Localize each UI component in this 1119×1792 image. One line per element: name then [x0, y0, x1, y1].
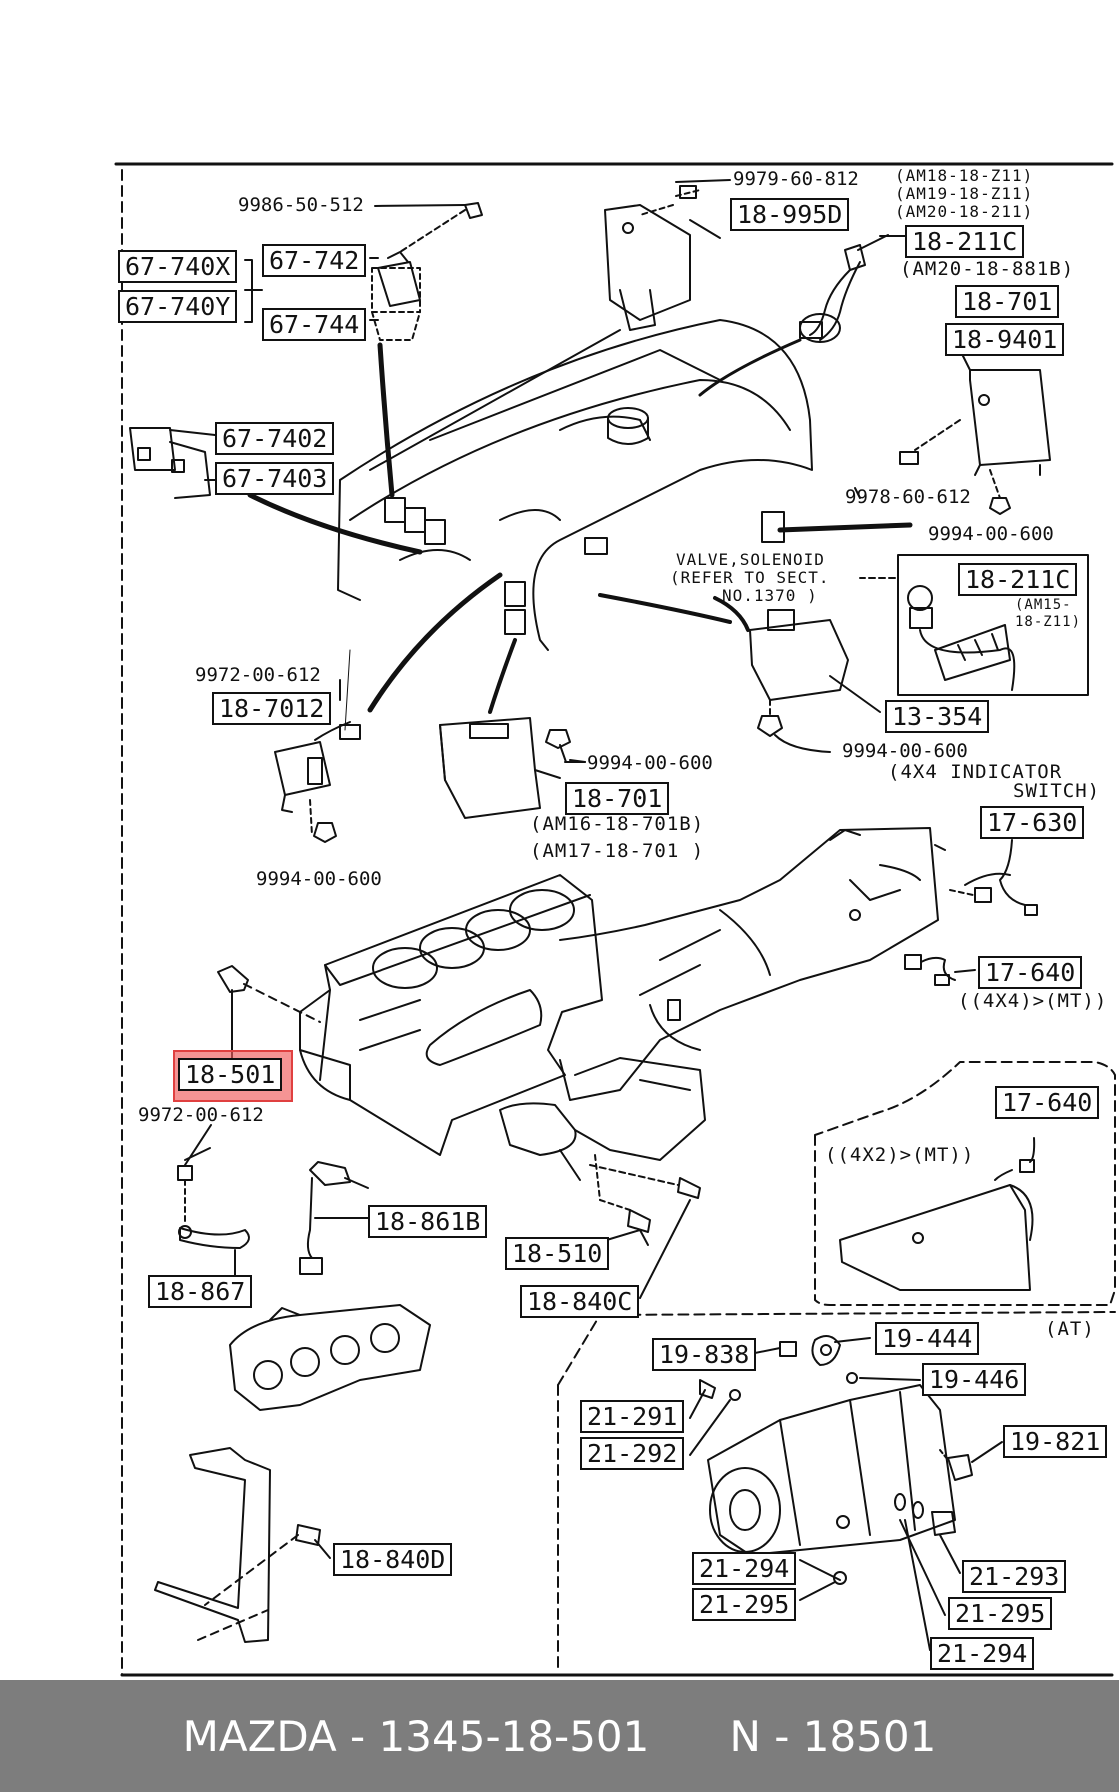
sensor-18-840C: [677, 1177, 701, 1199]
engine-block: [299, 874, 603, 1156]
part-label-21-295-b[interactable]: 21-295: [948, 1597, 1053, 1630]
part-label-9978-60-612[interactable]: 9978-60-612: [845, 486, 971, 508]
footer-bar: MAZDA - 1345-18-501 N - 18501: [0, 1680, 1119, 1792]
part-label-18-510[interactable]: 18-510: [505, 1237, 610, 1270]
part-label-67-740Y[interactable]: 67-740Y: [118, 290, 238, 323]
part-label-9972-00-612-b[interactable]: 9972-00-612: [138, 1104, 264, 1126]
part-label-18-501[interactable]: 18-501: [178, 1058, 283, 1091]
note-am20: (AM20-18-211): [895, 202, 1034, 221]
transmission-4x2: [839, 1184, 1031, 1291]
note-valve-2: (REFER TO SECT.: [670, 568, 830, 587]
firewall-panel: [339, 319, 813, 651]
note-am19: (AM19-18-Z11): [895, 184, 1034, 203]
part-label-21-292[interactable]: 21-292: [580, 1437, 685, 1470]
note-valve-1: VALVE,SOLENOID: [676, 550, 825, 569]
note-4x2-mt: ((4X2)>(MT)): [825, 1144, 975, 1166]
part-label-18-995D[interactable]: 18-995D: [730, 198, 850, 231]
part-label-67-740X[interactable]: 67-740X: [118, 250, 238, 283]
note-am18: (AM18-18-Z11): [895, 166, 1034, 185]
part-label-17-630[interactable]: 17-630: [980, 806, 1085, 839]
part-label-18-861B[interactable]: 18-861B: [368, 1205, 488, 1238]
part-label-18-701-b[interactable]: 18-701: [565, 782, 670, 815]
part-label-19-444[interactable]: 19-444: [875, 1322, 980, 1355]
part-label-18-211C-a[interactable]: 18-211C: [905, 225, 1025, 258]
note-valve-3: NO.1370 ): [722, 586, 818, 605]
radiator-frame: [154, 1447, 271, 1643]
switch-17-640-a: [904, 954, 922, 970]
part-label-9979-60-812[interactable]: 9979-60-812: [733, 168, 859, 190]
sensor-18-501: [217, 965, 249, 993]
module-18-9401: [969, 369, 1051, 466]
sensor-18-861B: [309, 1161, 351, 1186]
parts-diagram: 9979-60-812 18-995D (AM18-18-Z11) (AM19-…: [114, 162, 1116, 1677]
switch-17-630: [964, 872, 1011, 886]
bracket-18-995D: [604, 204, 691, 321]
note-am15-b: 18-Z11): [1015, 614, 1082, 630]
bolt-19-838: [779, 1341, 797, 1357]
part-label-19-446[interactable]: 19-446: [922, 1363, 1027, 1396]
connector-18-211C: [844, 244, 866, 271]
note-am16: (AM16-18-701B): [530, 813, 705, 835]
note-4x4-mt: ((4X4)>(MT)): [958, 990, 1108, 1012]
bracket-18-867: [177, 1165, 193, 1181]
part-label-67-742[interactable]: 67-742: [262, 244, 367, 277]
part-label-21-294-a[interactable]: 21-294: [692, 1552, 797, 1585]
part-label-21-295-a[interactable]: 21-295: [692, 1588, 797, 1621]
note-am17: (AM17-18-701 ): [530, 840, 705, 862]
footer-part-number: MAZDA - 1345-18-501 N - 18501: [182, 1711, 937, 1761]
part-label-21-293[interactable]: 21-293: [962, 1560, 1067, 1593]
switch-17-640-b: [1019, 1159, 1035, 1173]
part-label-67-7402[interactable]: 67-7402: [215, 422, 335, 455]
part-label-17-640-a[interactable]: 17-640: [978, 956, 1083, 989]
sensor-18-510: [627, 1209, 651, 1233]
part-label-18-867[interactable]: 18-867: [148, 1275, 253, 1308]
solenoid-13-354: [749, 619, 849, 701]
note-am20-881b: (AM20-18-881B): [900, 258, 1075, 280]
part-label-67-744[interactable]: 67-744: [262, 308, 367, 341]
part-label-17-640-b[interactable]: 17-640: [995, 1086, 1100, 1119]
exhaust-manifold: [499, 1102, 577, 1156]
part-label-21-291[interactable]: 21-291: [580, 1400, 685, 1433]
relay-67-7402: [129, 427, 176, 471]
diagram-drawing: [114, 162, 1116, 1677]
part-label-18-9401[interactable]: 18-9401: [945, 323, 1065, 356]
sensor-19-444: [811, 1335, 841, 1366]
note-at: (AT): [1045, 1318, 1095, 1340]
part-label-18-840C[interactable]: 18-840C: [520, 1285, 640, 1318]
transmission-4x4: [559, 827, 939, 1101]
part-label-67-7403[interactable]: 67-7403: [215, 462, 335, 495]
note-4x4-indicator: (4X4 INDICATOR: [888, 761, 1063, 783]
note-am15-a: (AM15-: [1015, 597, 1072, 613]
part-label-9986-50-512[interactable]: 9986-50-512: [238, 194, 364, 216]
part-label-19-838[interactable]: 19-838: [652, 1338, 757, 1371]
part-label-18-211C-b[interactable]: 18-211C: [958, 563, 1078, 596]
part-label-9972-00-612-a[interactable]: 9972-00-612: [195, 664, 321, 686]
part-label-9994-00-600-a[interactable]: 9994-00-600: [928, 523, 1054, 545]
part-label-13-354[interactable]: 13-354: [885, 700, 990, 733]
part-label-18-840D[interactable]: 18-840D: [333, 1543, 453, 1576]
sensor-19-821: [947, 1454, 973, 1481]
part-label-21-294-b[interactable]: 21-294: [930, 1637, 1035, 1670]
intake-manifold: [229, 1304, 431, 1411]
part-label-19-821[interactable]: 19-821: [1003, 1425, 1108, 1458]
module-18-701: [439, 717, 541, 819]
part-label-9994-00-600-b[interactable]: 9994-00-600: [587, 752, 713, 774]
part-label-18-701-a[interactable]: 18-701: [955, 285, 1060, 318]
module-18-7012: [274, 741, 331, 796]
part-label-18-7012[interactable]: 18-7012: [212, 692, 332, 725]
transmission-at: [707, 1384, 956, 1556]
part-label-9994-00-600-d[interactable]: 9994-00-600: [256, 868, 382, 890]
note-switch: SWITCH): [1013, 780, 1101, 802]
part-label-9994-00-600-c[interactable]: 9994-00-600: [842, 740, 968, 762]
sensor-21-293: [931, 1511, 956, 1536]
